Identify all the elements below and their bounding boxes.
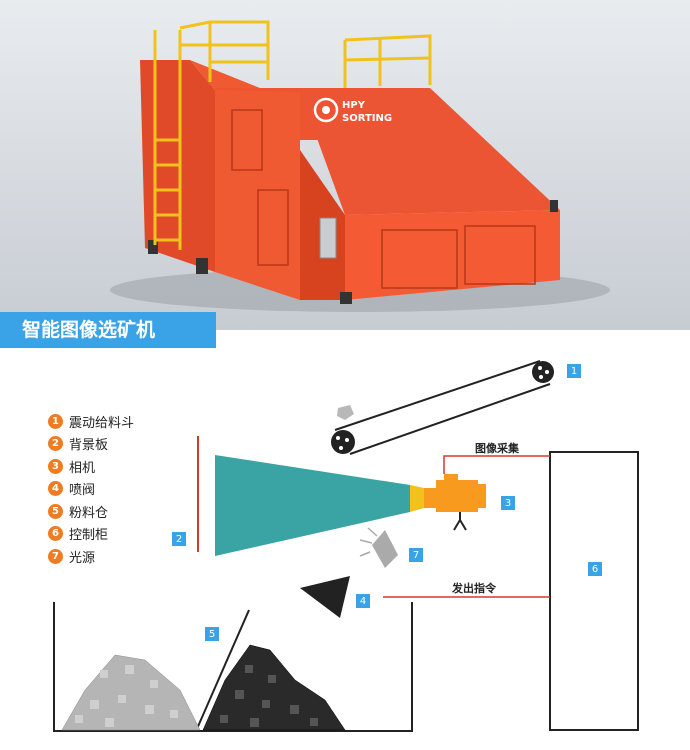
- waste-rock-pile: [61, 654, 201, 731]
- legend-number-badge: 1: [48, 413, 63, 429]
- legend-item: 4 喷阀: [48, 478, 134, 500]
- brand-line1: HPY: [342, 100, 366, 111]
- component-legend: 1 震动给料斗 2 背景板 3 相机 4 喷阀 5 粉料仓 6 控制柜 7 光源: [48, 410, 134, 568]
- air-valve: [300, 576, 350, 618]
- legend-item: 6 控制柜: [48, 523, 134, 545]
- light-source: [359, 527, 398, 568]
- legend-number-badge: 6: [48, 526, 63, 541]
- tag-air-valve: 4: [356, 594, 370, 608]
- legend-number-badge: 4: [48, 481, 63, 496]
- waste-rock-texture: [75, 665, 178, 727]
- ore-texture: [220, 665, 318, 727]
- sorting-diagram: [53, 360, 639, 732]
- legend-item: 5 粉料仓: [48, 500, 134, 522]
- legend-label: 粉料仓: [69, 505, 109, 521]
- conveyor-belt: [331, 360, 554, 455]
- tag-light-source: 7: [409, 548, 423, 562]
- legend-label: 背景板: [69, 438, 109, 453]
- camera-lens: [410, 485, 424, 512]
- legend-item: 1 震动给料斗: [48, 410, 134, 432]
- ore-pile: [202, 644, 346, 731]
- bin-divider: [195, 609, 250, 732]
- product-photo: HPY SORTING: [0, 0, 690, 330]
- image-capture-line: [443, 455, 550, 474]
- legend-label: 震动给料斗: [69, 415, 135, 431]
- tag-background-plate: 2: [172, 532, 186, 546]
- legend-number-badge: 3: [48, 458, 63, 474]
- legend-number-badge: 5: [48, 503, 63, 519]
- banner-title: 智能图像选矿机: [0, 312, 216, 348]
- legend-label: 相机: [69, 460, 96, 476]
- tag-feeder: 1: [567, 364, 581, 378]
- control-cabinet: [549, 451, 639, 731]
- send-command-label: 发出指令: [452, 582, 496, 595]
- legend-number-badge: 2: [48, 436, 63, 451]
- legend-label: 喷阀: [69, 483, 96, 498]
- powder-bin: [53, 602, 413, 732]
- tag-control-cabinet: 6: [588, 562, 602, 576]
- tag-camera: 3: [501, 496, 515, 510]
- camera: [424, 474, 486, 531]
- legend-label: 光源: [69, 550, 96, 566]
- camera-view-beam: [215, 455, 410, 556]
- brand-line2: SORTING: [342, 113, 392, 124]
- tag-powder-bin: 5: [205, 627, 219, 641]
- falling-rock: [337, 405, 354, 420]
- legend-item: 2 背景板: [48, 433, 134, 455]
- legend-item: 7 光源: [48, 545, 134, 567]
- legend-number-badge: 7: [48, 548, 63, 564]
- legend-item: 3 相机: [48, 455, 134, 477]
- brand-logo: HPY SORTING: [313, 97, 392, 124]
- legend-label: 控制柜: [69, 528, 109, 543]
- image-capture-label: 图像采集: [475, 442, 519, 455]
